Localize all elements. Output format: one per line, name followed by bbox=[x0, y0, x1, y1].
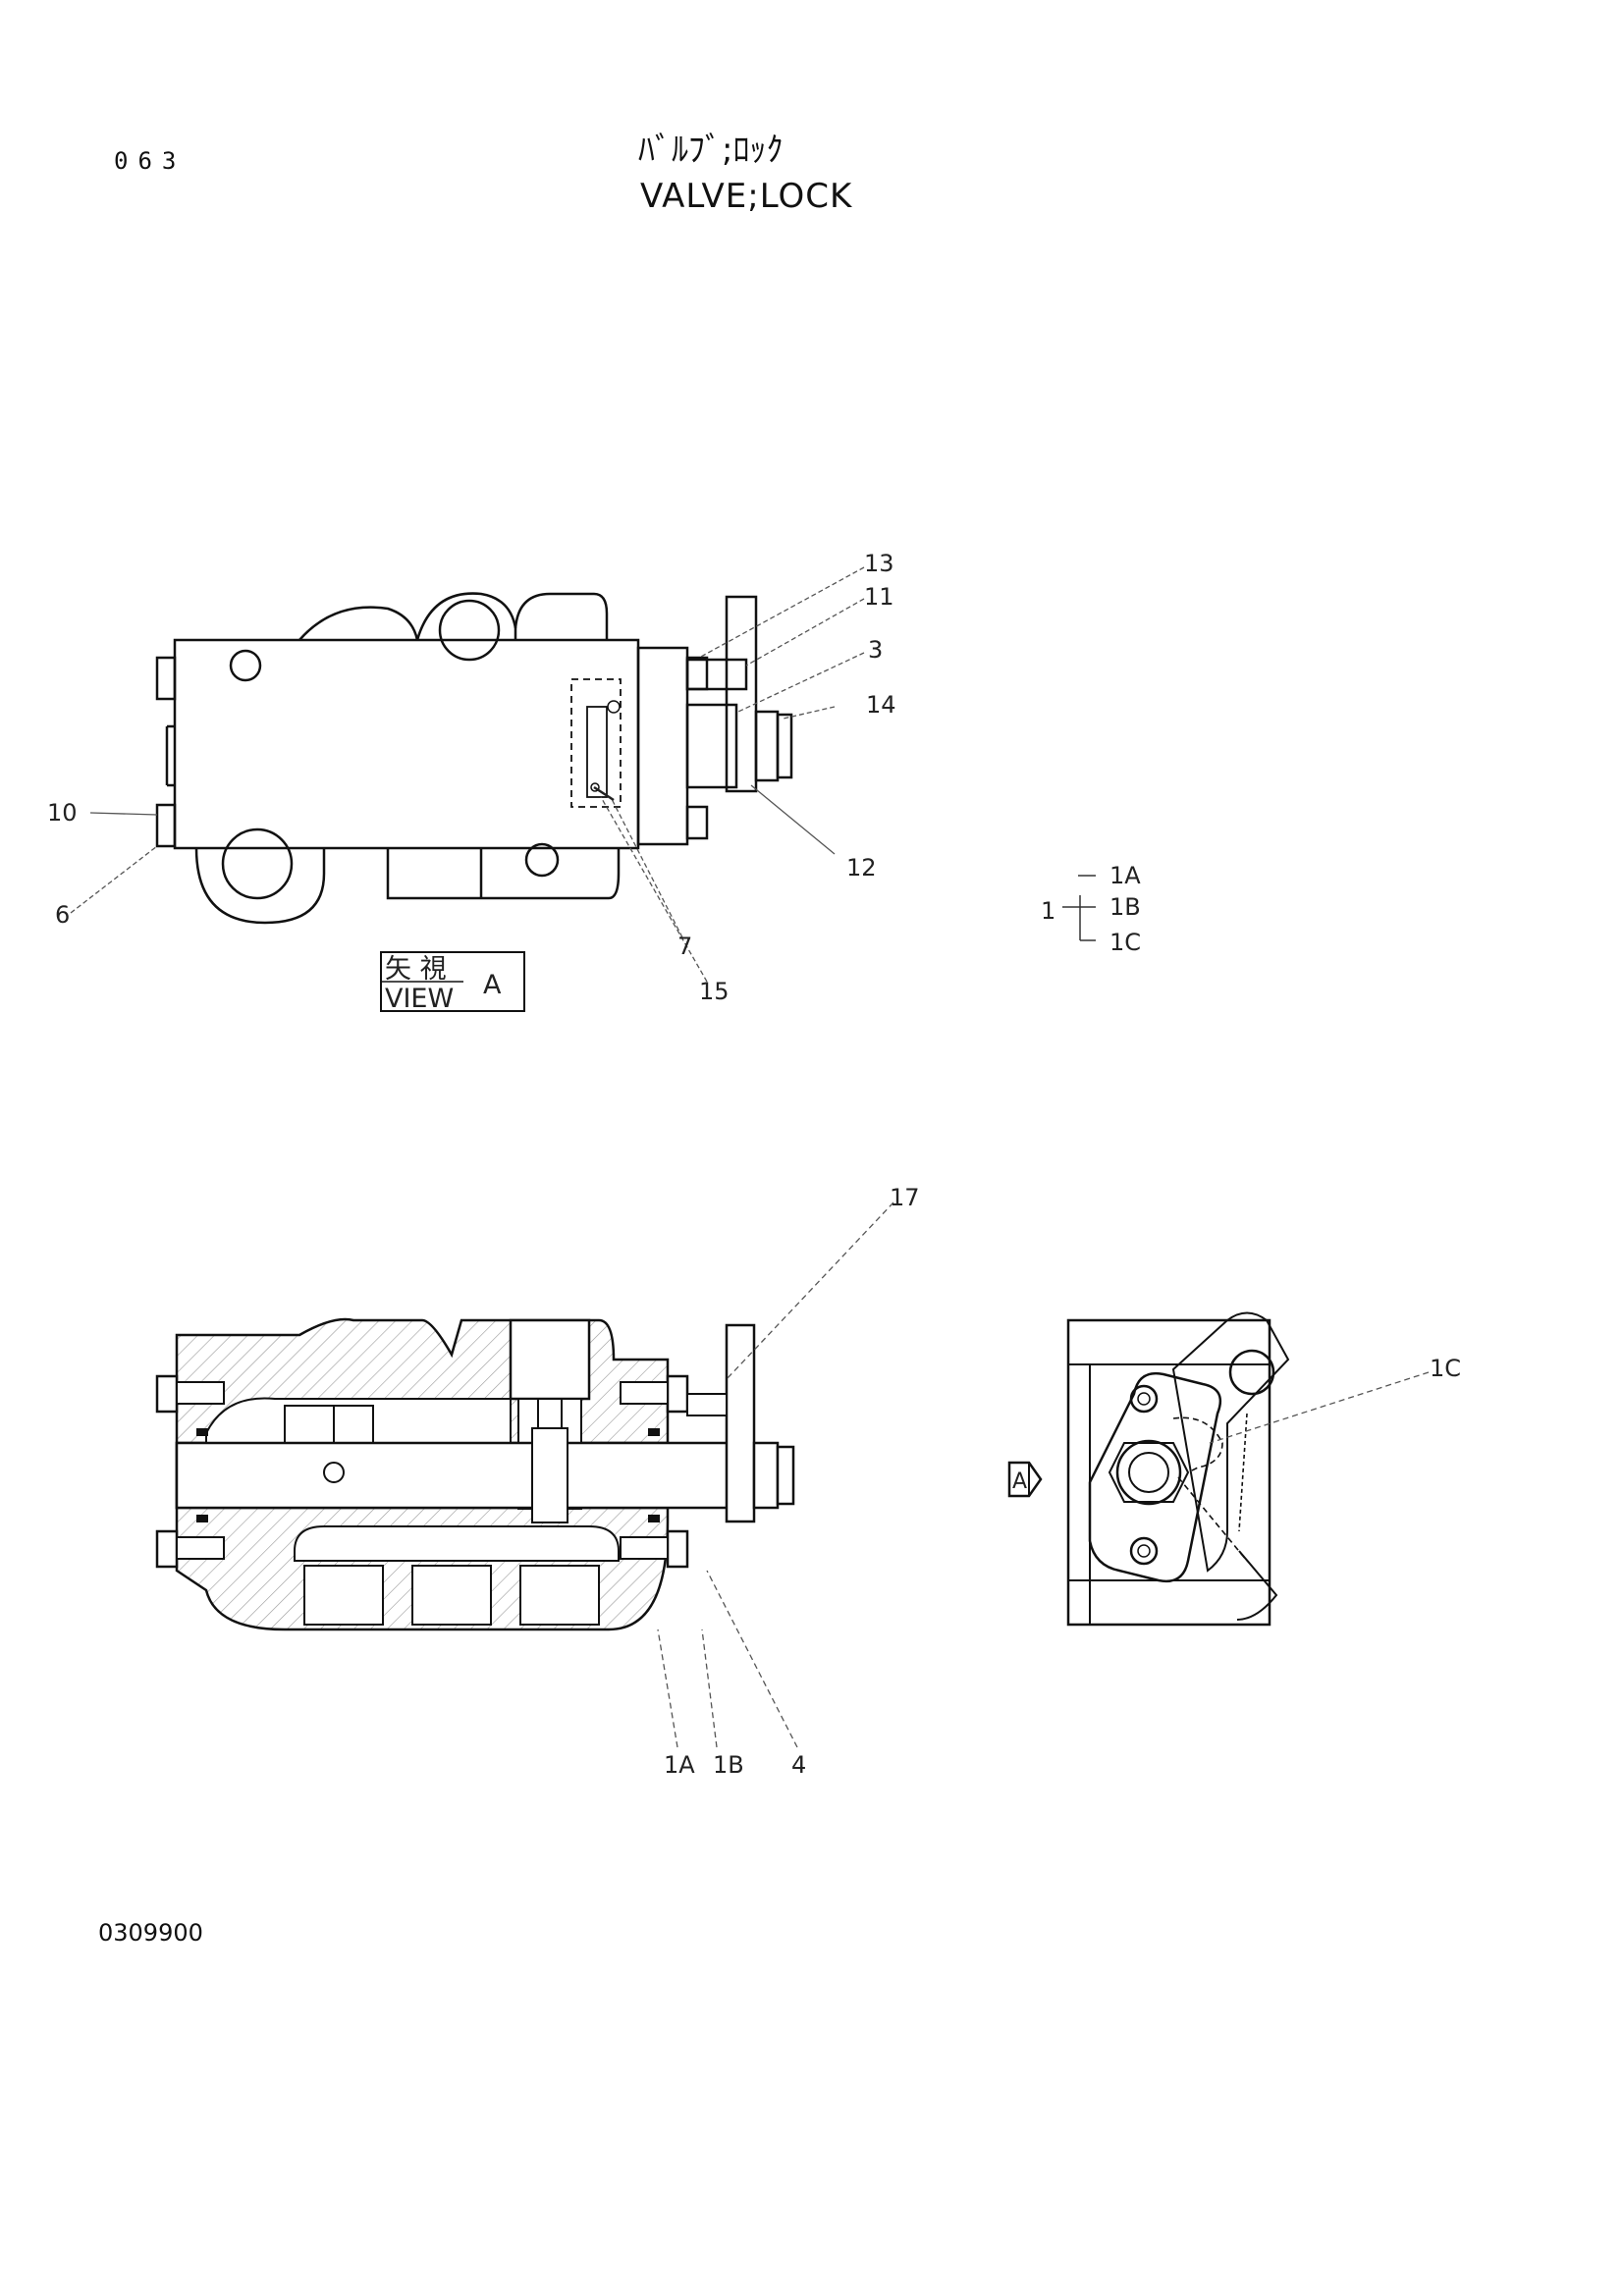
callout-1b: 1B bbox=[713, 1751, 744, 1779]
callouts-section: 17 1A 1B 4 bbox=[664, 1184, 920, 1779]
view-label-en: VIEW bbox=[385, 984, 454, 1014]
side-view bbox=[1066, 1311, 1290, 1627]
view-a-arrow: A bbox=[1007, 1461, 1043, 1498]
group-child-1c: 1C bbox=[1109, 929, 1141, 956]
item-1-group: 1 1A 1B 1C bbox=[1041, 862, 1141, 956]
view-label-letter: A bbox=[483, 970, 502, 1000]
callout-3: 3 bbox=[868, 636, 883, 664]
callout-17: 17 bbox=[890, 1184, 920, 1211]
view-arrow-letter: A bbox=[1012, 1469, 1027, 1494]
section-view bbox=[155, 1317, 795, 1631]
drawing-code: 0309900 bbox=[98, 1919, 203, 1947]
title-japanese: ﾊﾞﾙﾌﾞ;ﾛｯｸ bbox=[638, 131, 784, 170]
leader-lines-section bbox=[657, 1201, 894, 1748]
view-a-exterior bbox=[155, 592, 793, 925]
page-number: 063 bbox=[114, 147, 187, 175]
group-child-1b: 1B bbox=[1109, 893, 1141, 921]
leader-lines-view-a bbox=[70, 566, 865, 983]
group-child-1a: 1A bbox=[1109, 862, 1141, 889]
callout-4: 4 bbox=[791, 1751, 806, 1779]
callout-13: 13 bbox=[864, 550, 894, 577]
view-a-label-box: 矢 視 VIEW A bbox=[380, 951, 525, 1014]
callout-11: 11 bbox=[864, 583, 894, 611]
view-label-jp: 矢 視 bbox=[385, 954, 447, 985]
callout-1c: 1C bbox=[1430, 1355, 1461, 1382]
leader-lines-side: 1C bbox=[1209, 1355, 1461, 1444]
callout-10: 10 bbox=[47, 799, 78, 827]
callout-14: 14 bbox=[866, 691, 896, 719]
group-parent-1: 1 bbox=[1041, 897, 1055, 925]
title-english: VALVE;LOCK bbox=[640, 177, 853, 216]
callout-6: 6 bbox=[55, 901, 70, 929]
callout-15: 15 bbox=[699, 978, 730, 1005]
callouts-view-a: 13 11 3 14 12 10 6 7 15 bbox=[47, 550, 896, 1005]
callout-7: 7 bbox=[677, 933, 692, 960]
callout-12: 12 bbox=[846, 854, 877, 881]
callout-1a: 1A bbox=[664, 1751, 695, 1779]
